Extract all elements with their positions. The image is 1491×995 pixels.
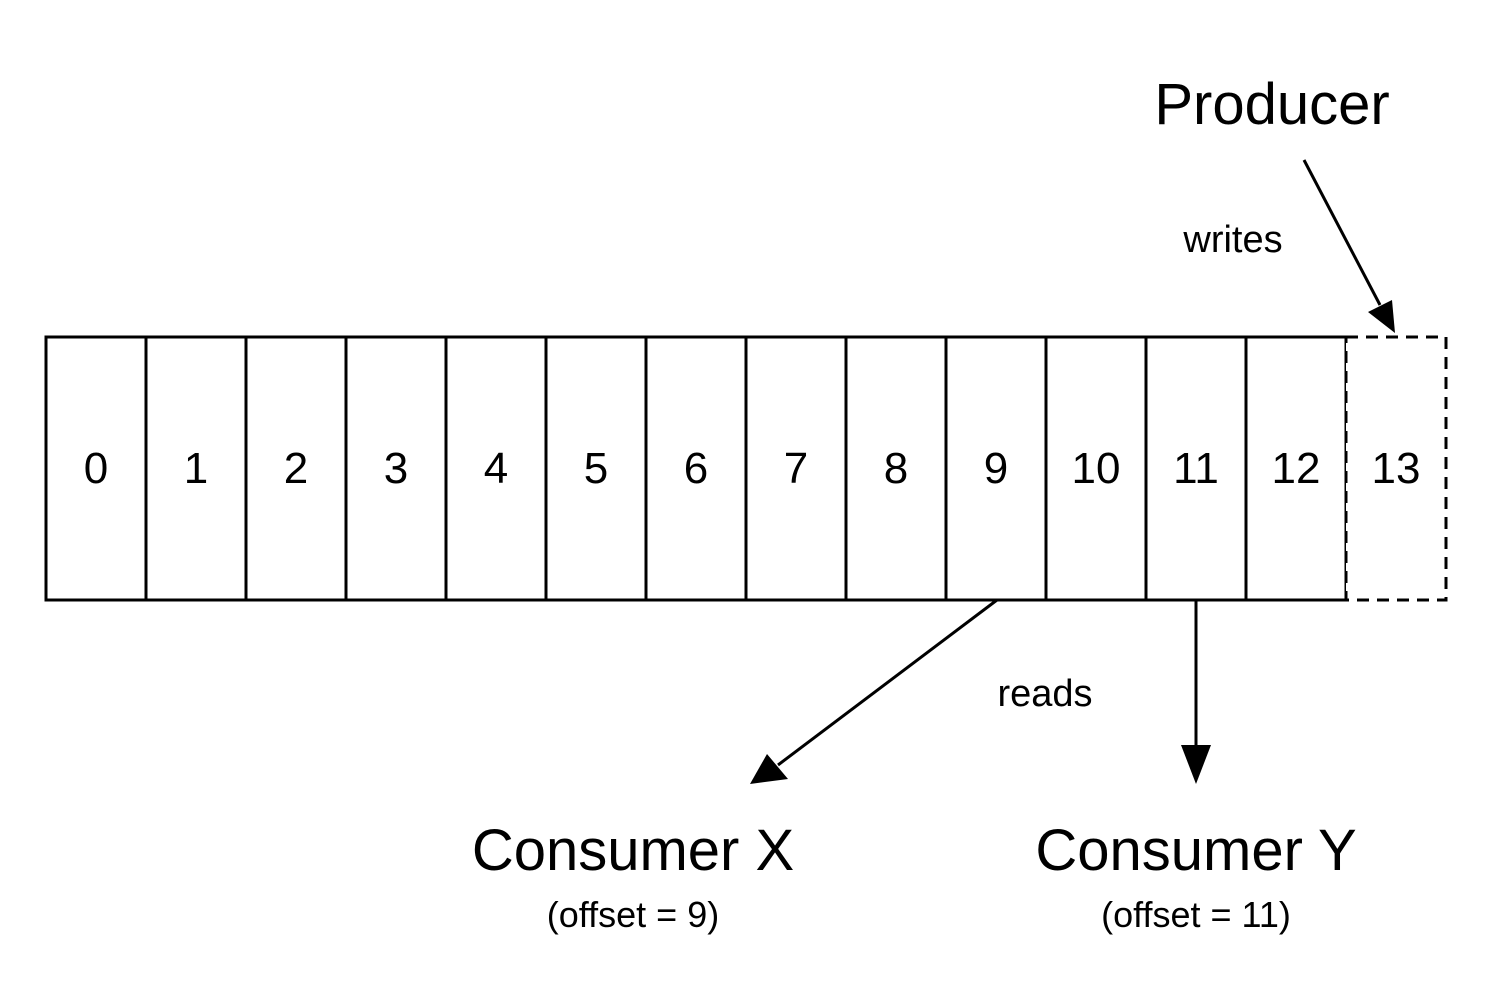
producer-write-arrowhead (1368, 300, 1395, 333)
consumer-y-read-arrowhead (1181, 745, 1211, 784)
consumer-y-offset: (offset = 11) (1101, 894, 1291, 935)
log-cell (1144, 335, 1248, 602)
log-cell-offset-label: 2 (284, 444, 308, 493)
producer-write-arrow-line (1302, 159, 1382, 306)
consumer-x-offset: (offset = 9) (547, 894, 719, 935)
consumer-y-name: Consumer Y (1035, 818, 1356, 883)
log-cell-pending (1344, 335, 1448, 602)
consumer-x-name: Consumer X (472, 818, 794, 883)
log-cell-offset-label: 9 (984, 444, 1008, 493)
consumer-x-read-arrow-line (777, 598, 998, 767)
log-cell-offset-label: 7 (784, 444, 808, 493)
log-cell (944, 335, 1048, 602)
log-cell-offset-label: 3 (384, 444, 408, 493)
log-cell-offset-label: 0 (84, 444, 108, 493)
log-cell-offset-label: 13 (1372, 444, 1421, 493)
log-cell-offset-label: 12 (1272, 444, 1321, 493)
producer-label: Producer (1154, 72, 1389, 137)
log-cell-offset-label: 1 (184, 444, 208, 493)
log-cell (544, 335, 648, 602)
log-cell-offset-label: 11 (1173, 444, 1219, 493)
reads-label: reads (997, 673, 1092, 715)
log-cell-offset-label: 4 (484, 444, 508, 493)
log-cell (144, 335, 248, 602)
log-cell-offset-label: 6 (684, 444, 708, 493)
log-cell-offset-label: 8 (884, 444, 908, 493)
consumer-x-read-arrowhead (750, 754, 788, 784)
log-cell (444, 335, 548, 602)
log-cell (744, 335, 848, 602)
log-cell-offset-label: 10 (1072, 444, 1121, 493)
log-cell-offset-label: 5 (584, 444, 608, 493)
log-cell (44, 335, 148, 602)
log-cell (1244, 335, 1348, 602)
log-cell (644, 335, 748, 602)
log-cell (244, 335, 348, 602)
writes-label: writes (1182, 219, 1282, 261)
log-cell (844, 335, 948, 602)
